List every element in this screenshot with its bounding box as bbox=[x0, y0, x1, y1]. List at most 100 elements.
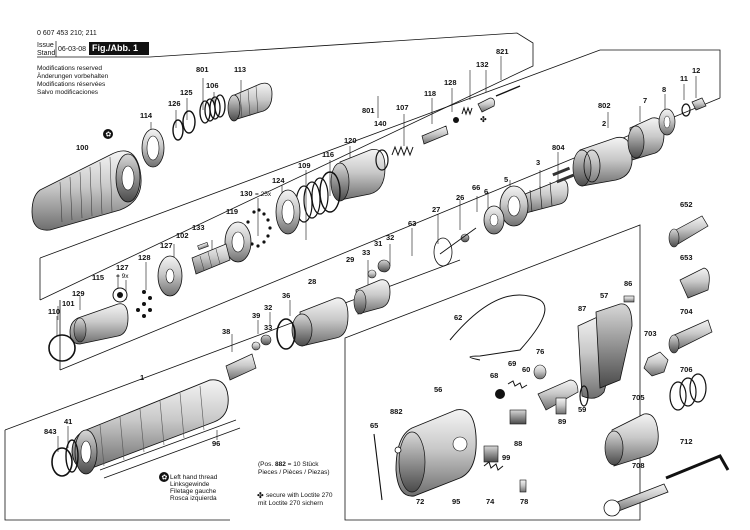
callout-126: 126 bbox=[168, 99, 181, 108]
callout-706: 706 bbox=[680, 365, 693, 374]
part-5-endplate bbox=[499, 185, 529, 227]
callout-128b: 128 bbox=[138, 253, 151, 262]
callout-38: 38 bbox=[222, 327, 230, 336]
part-96-sleeve bbox=[99, 419, 241, 479]
part-27-disc bbox=[433, 237, 453, 267]
part-132-spring bbox=[461, 106, 473, 116]
callout-69: 69 bbox=[508, 359, 516, 368]
callout-86: 86 bbox=[624, 279, 632, 288]
part-86-screw bbox=[623, 295, 635, 303]
pieces-note-part: 882 bbox=[274, 461, 286, 468]
part-128-balls-cluster bbox=[136, 290, 152, 318]
callout-11: 11 bbox=[680, 74, 688, 83]
callout-124: 124 bbox=[272, 176, 285, 185]
callout-110: 110 bbox=[48, 307, 60, 316]
part-116-ring bbox=[319, 171, 341, 213]
callout-125: 125 bbox=[180, 88, 193, 97]
part-100-housing bbox=[31, 150, 142, 231]
callout-821: 821 bbox=[496, 47, 509, 56]
left-hand-thread-es: Rosca izquierda bbox=[170, 495, 217, 502]
callout-88: 88 bbox=[514, 439, 522, 448]
callout-32b: 32 bbox=[264, 303, 272, 312]
part-36-ring-gear bbox=[276, 318, 296, 350]
callout-26: 26 bbox=[456, 193, 464, 202]
callout-140: 140 bbox=[374, 119, 387, 128]
pieces-note-line2: Pieces / Pièces / Piezas) bbox=[258, 469, 330, 476]
callout-33a: 33 bbox=[362, 248, 370, 257]
part-653-clip bbox=[679, 267, 710, 299]
part-68-ball bbox=[495, 389, 505, 399]
callout-60: 60 bbox=[522, 365, 530, 374]
callout-132: 132 bbox=[476, 60, 489, 69]
callout-3: 3 bbox=[536, 158, 540, 167]
callout-99: 99 bbox=[502, 453, 510, 462]
callout-6: 6 bbox=[484, 187, 488, 196]
callout-703: 703 bbox=[644, 329, 657, 338]
callout-27: 27 bbox=[432, 205, 440, 214]
callout-87: 87 bbox=[578, 304, 586, 313]
svg-text:✤: ✤ bbox=[257, 491, 264, 500]
part-133-pin bbox=[197, 242, 209, 250]
panel-bottom-top bbox=[4, 259, 461, 431]
callout-128a: 128 bbox=[444, 78, 457, 87]
part-74-spring bbox=[483, 461, 504, 471]
callout-708: 708 bbox=[632, 461, 645, 470]
part-8-bearing bbox=[658, 108, 676, 136]
callout-130: 130 bbox=[240, 189, 253, 198]
callout-29: 29 bbox=[346, 255, 354, 264]
callout-843: 843 bbox=[44, 427, 57, 436]
svg-text:✿: ✿ bbox=[106, 131, 112, 139]
part-118-pin bbox=[421, 125, 449, 145]
part-107-spring bbox=[391, 145, 414, 157]
legend-loctite-icon: ✤ bbox=[257, 491, 264, 500]
callout-133: 133 bbox=[192, 223, 205, 232]
part-57-plate bbox=[595, 303, 633, 389]
part-69-spring bbox=[507, 380, 528, 389]
part-113-knurled-nut bbox=[227, 82, 273, 122]
callout-56: 56 bbox=[434, 385, 442, 394]
callout-130-qty: = 25x bbox=[255, 191, 272, 198]
part-705-coupling bbox=[604, 413, 659, 467]
part-115-nut bbox=[112, 287, 128, 303]
callout-5: 5 bbox=[504, 175, 508, 184]
part-7-endplate bbox=[627, 117, 665, 161]
callout-118: 118 bbox=[424, 89, 436, 98]
callout-119: 119 bbox=[226, 207, 238, 216]
callout-106: 106 bbox=[206, 81, 219, 90]
part-882-screws bbox=[394, 446, 402, 454]
callout-78: 78 bbox=[520, 497, 528, 506]
figure-label: Fig./Abb. 1 bbox=[89, 42, 149, 55]
callout-802: 802 bbox=[598, 101, 611, 110]
panel-mid-top bbox=[39, 49, 601, 259]
part-703-nut bbox=[643, 351, 669, 377]
part-119-bearing bbox=[224, 221, 252, 263]
stand-label: Stand bbox=[37, 50, 56, 57]
callout-653: 653 bbox=[680, 253, 693, 262]
callout-127a: 127 bbox=[160, 241, 173, 250]
part-88-filter bbox=[509, 409, 527, 425]
modifications-de: Änderungen vorbehalten bbox=[37, 73, 109, 80]
callout-57: 57 bbox=[600, 291, 608, 300]
part-38-spindle bbox=[225, 353, 257, 381]
panel-frames bbox=[4, 32, 721, 521]
loctite-en: secure with Loctite 270 bbox=[266, 492, 333, 499]
pieces-note-prefix: (Pos. bbox=[258, 461, 274, 468]
part-804-blades bbox=[552, 166, 575, 184]
panel-bottom-left bbox=[4, 430, 230, 521]
loctite-symbol-valve: ✤ bbox=[480, 115, 487, 124]
callout-66: 66 bbox=[472, 183, 480, 192]
part-2-cylinder bbox=[583, 149, 601, 183]
part-60-piston bbox=[537, 379, 579, 411]
part-652-nipple bbox=[668, 215, 709, 248]
callout-63: 63 bbox=[408, 219, 416, 228]
callout-102: 102 bbox=[176, 231, 189, 240]
callout-32a: 32 bbox=[386, 233, 394, 242]
modifications-en: Modifications reserved bbox=[37, 65, 103, 72]
part-12-nut bbox=[691, 97, 707, 111]
part-140-oring bbox=[375, 149, 389, 171]
callout-801a: 801 bbox=[196, 65, 209, 74]
part-124-ring bbox=[275, 189, 301, 235]
callout-127b-qty: = 9x bbox=[116, 273, 129, 280]
callout-36: 36 bbox=[282, 291, 290, 300]
part-704-nipple bbox=[668, 319, 713, 354]
